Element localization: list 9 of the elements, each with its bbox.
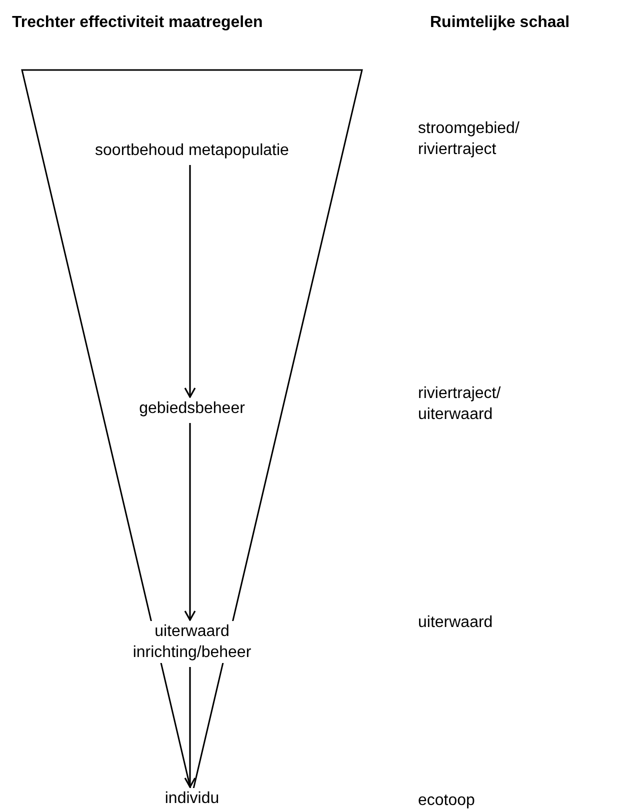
scale-label: uiterwaard — [418, 613, 494, 633]
scale-label: riviertraject/ uiterwaard — [418, 384, 502, 425]
column-heading: Ruimtelijke schaal — [430, 13, 571, 33]
scale-label: ecotoop — [418, 791, 476, 810]
arrow — [184, 423, 196, 621]
arrow — [184, 667, 196, 788]
scale-label: stroomgebied/ riviertraject — [418, 119, 520, 160]
arrow — [184, 165, 196, 398]
heading: Trechter effectiviteit maatregelen — [12, 13, 263, 33]
